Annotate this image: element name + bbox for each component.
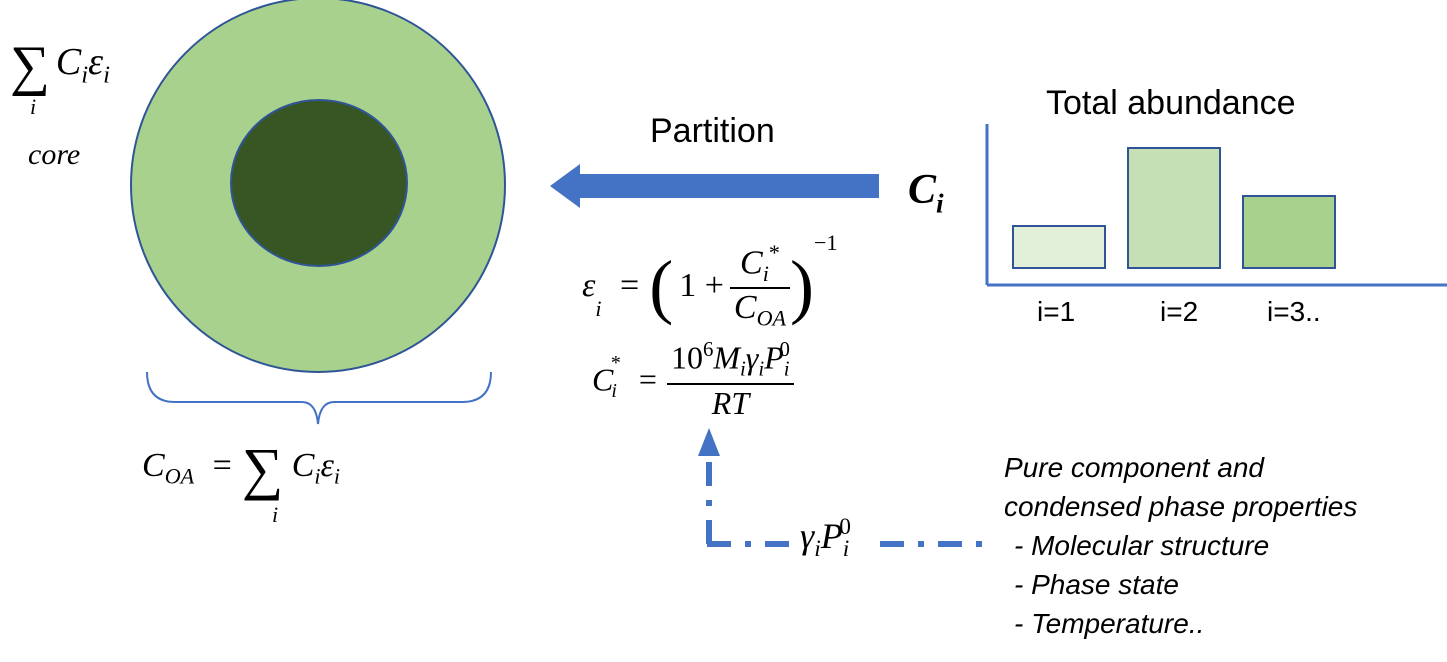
property-item-2: - Phase state <box>1014 569 1179 600</box>
i-sub: i <box>103 61 110 89</box>
gamma: γ <box>745 339 759 376</box>
minus-one: −1 <box>814 230 838 255</box>
c-letter: C <box>908 167 937 213</box>
property-item-1: - Molecular structure <box>1014 530 1270 561</box>
star: * <box>768 240 780 266</box>
abundance-bar-2 <box>1127 147 1221 269</box>
i-sub: i <box>758 357 765 381</box>
c-letter: C <box>733 289 757 327</box>
zero: 0 <box>839 514 851 540</box>
sum-brace <box>146 371 492 425</box>
c-letter: C <box>592 361 614 398</box>
abundance-bar-1 <box>1012 225 1106 269</box>
i-sub: i <box>842 536 850 563</box>
property-heading-1: Pure component and <box>1004 452 1264 483</box>
abundance-bars <box>1012 147 1336 269</box>
core-label: core <box>28 138 81 171</box>
sum-symbol: ∑ <box>241 436 284 501</box>
i-sub: i <box>611 379 617 402</box>
epsilon-equation: εi =(1 +Ci*COA)−1 <box>582 232 837 330</box>
eps-letter: ε <box>88 41 104 83</box>
c-letter: C <box>291 447 315 484</box>
oa-sub: OA <box>756 306 787 332</box>
bar-label-3: i=3.. <box>1267 296 1321 327</box>
i-sub: i <box>762 261 769 287</box>
c-letter: C <box>142 447 165 484</box>
ten: 10 <box>670 339 703 376</box>
shell-sum-label: ∑Ciεi <box>10 38 110 94</box>
i-sub: i <box>936 188 944 219</box>
left-paren: ( <box>649 246 674 327</box>
i-sub: i <box>81 61 89 89</box>
coa-sum-index: i <box>272 502 279 527</box>
i-sub: i <box>595 296 602 321</box>
eps-letter: ε <box>582 267 596 305</box>
bar-label-1: i=1 <box>1037 296 1076 327</box>
i-sub: i <box>740 357 746 381</box>
gamma: γ <box>800 516 815 557</box>
rt: RT <box>711 384 750 421</box>
ci-label: Ci <box>908 166 950 220</box>
gamma-p-label: γiPi0 <box>800 514 851 563</box>
i-sub: i <box>314 463 321 489</box>
property-feed-arrow <box>698 428 990 547</box>
one-plus: 1 + <box>679 267 724 305</box>
c-letter: C <box>55 41 82 83</box>
abundance-bar-3 <box>1242 195 1336 269</box>
property-list: Pure component and condensed phase prope… <box>1004 448 1357 643</box>
six: 6 <box>702 338 714 361</box>
sum-symbol: ∑ <box>10 35 50 97</box>
c-letter: C <box>740 244 763 282</box>
i-sub: i <box>814 536 821 563</box>
abundance-axes <box>985 124 1447 287</box>
property-item-3: - Temperature.. <box>1014 608 1205 639</box>
p-letter: P <box>764 339 784 376</box>
property-heading-2: condensed phase properties <box>1004 491 1358 522</box>
p-letter: P <box>820 516 843 557</box>
equals: = <box>620 267 640 305</box>
i-sub: i <box>333 463 341 489</box>
particle-core <box>230 99 408 267</box>
partition-label: Partition <box>650 112 775 150</box>
total-abundance-title: Total abundance <box>1046 84 1296 122</box>
sum-index: i <box>30 94 37 119</box>
epsilon-fraction: Ci*COA <box>729 240 791 332</box>
partition-arrow <box>550 164 879 208</box>
star: * <box>610 351 621 374</box>
bar-label-2: i=2 <box>1160 296 1199 327</box>
equals: = <box>212 447 232 484</box>
eps-letter: ε <box>320 447 334 484</box>
m-letter: M <box>713 339 741 376</box>
equals: = <box>638 361 657 398</box>
i-sub: i <box>783 357 790 381</box>
coa-equation: COA =∑ Ciεi <box>142 440 348 498</box>
right-paren: ) <box>790 246 815 327</box>
oa-sub: OA <box>164 463 195 489</box>
zero: 0 <box>779 338 790 361</box>
